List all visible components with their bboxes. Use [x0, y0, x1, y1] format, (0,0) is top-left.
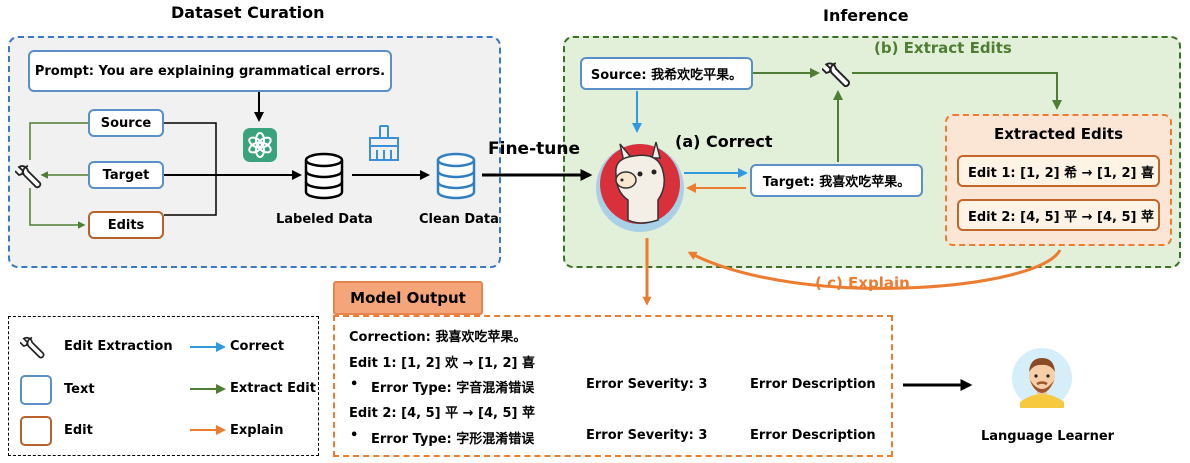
correct-label: (a) Correct [675, 132, 773, 151]
output-type-1: Error Type: 字音混淆错误 [371, 381, 535, 396]
curation-title: Dataset Curation [171, 3, 325, 22]
output-severity-2: Error Severity: 3 [586, 428, 708, 443]
database-icon [436, 152, 476, 200]
extracted-edit-1: Edit 1: [1, 2] 希 → [1, 2] 喜 [957, 155, 1160, 187]
extract-edits-label: (b) Extract Edits [874, 39, 1012, 57]
llama-icon [596, 141, 684, 232]
legend-edit: Edit [64, 423, 93, 438]
source-box: Source [88, 109, 164, 137]
output-edit-2: Edit 2: [4, 5] 平 → [4, 5] 苹 [349, 406, 536, 421]
output-bullet-1: • [350, 377, 359, 392]
model-output-title-text: Model Output [350, 289, 466, 307]
database-icon [304, 152, 344, 200]
prompt-box: Prompt: You are explaining grammatical e… [28, 50, 392, 92]
fine-tune-label: Fine-tune [488, 139, 580, 159]
extracted-edit-2: Edit 2: [4, 5] 平 → [4, 5] 苹 [957, 199, 1160, 231]
inference-target-box: Target: 我喜欢吃苹果。 [750, 164, 923, 197]
broom-icon [369, 125, 399, 161]
extracted-edits-title: Extracted Edits [994, 125, 1124, 143]
inference-source-box: Source: 我希欢吃平果。 [580, 57, 753, 90]
model-output-panel [333, 315, 893, 457]
output-description-1: Error Description [750, 377, 876, 392]
output-correction: Correction: 我喜欢吃苹果。 [349, 330, 527, 345]
legend-explain: Explain [230, 423, 284, 438]
output-bullet-2: • [350, 428, 359, 443]
legend-panel [8, 316, 319, 456]
labeled-data-label: Labeled Data [276, 212, 373, 227]
learner-avatar-icon [1012, 348, 1072, 408]
wrench-icon [20, 336, 45, 359]
legend-edit-swatch [20, 416, 52, 446]
target-box: Target [88, 161, 164, 189]
legend-text: Text [64, 382, 95, 397]
output-description-2: Error Description [750, 428, 876, 443]
learner-label: Language Learner [981, 429, 1115, 444]
legend-extract-edit: Extract Edit [230, 381, 316, 396]
output-type-2: Error Type: 字形混淆错误 [371, 432, 535, 447]
chatgpt-icon [243, 128, 277, 162]
explain-label: ( c) Explain [815, 274, 910, 292]
output-edit-1: Edit 1: [1, 2] 欢 → [1, 2] 喜 [349, 356, 536, 371]
legend-edit-extraction: Edit Extraction [64, 339, 173, 354]
edits-box: Edits [88, 211, 164, 239]
wrench-icon [15, 165, 42, 189]
legend-correct: Correct [230, 339, 285, 354]
wrench-icon [822, 62, 850, 87]
model-output-title: Model Output [333, 281, 483, 315]
inference-title: Inference [823, 6, 909, 25]
output-severity-1: Error Severity: 3 [586, 377, 708, 392]
legend-text-swatch [20, 375, 52, 405]
clean-data-label: Clean Data [419, 212, 499, 227]
